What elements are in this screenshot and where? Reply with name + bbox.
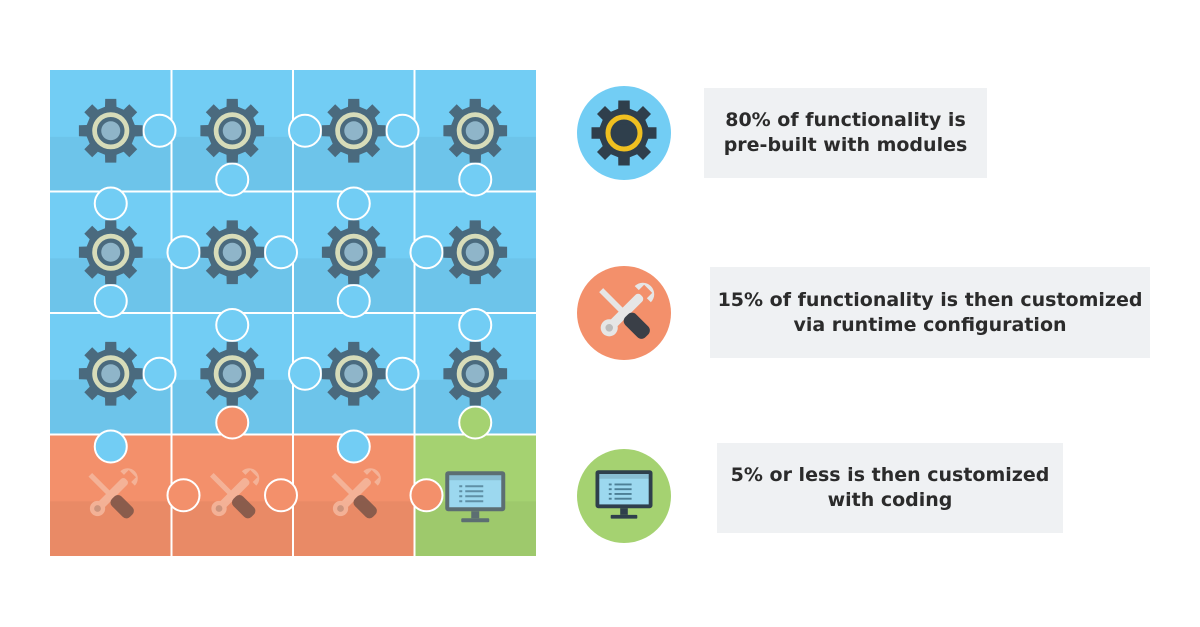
legend-line: via runtime configuration [793,313,1067,336]
puzzle-tab [336,284,371,318]
puzzle-tab [264,478,298,513]
puzzle-tab [93,429,128,464]
legend-circle-configuration [577,266,671,360]
gear-icon [200,341,265,406]
legend-text-configuration: 15% of functionality is then customized … [718,288,1143,338]
gear-icon [78,341,143,406]
puzzle-tab [215,162,250,197]
legend-circle-modules [577,86,671,180]
legend-text-modules: 80% of functionality is pre-built with m… [724,108,968,158]
gear-icon [321,341,386,406]
legend-box-coding: 5% or less is then customized with codin… [717,443,1063,533]
gear-icon [591,100,657,166]
gear-icon [443,220,508,285]
legend-line: 15% of functionality is then customized [717,288,1143,311]
puzzle-tab [385,113,420,148]
legend-box-configuration: 15% of functionality is then customized … [710,267,1150,358]
puzzle-tab [215,405,250,440]
gear-icon [78,98,143,163]
puzzle-piece [293,434,415,556]
wrench-screwdriver-icon [331,468,381,519]
monitor-icon [445,471,506,523]
legend-line: pre-built with modules [723,134,968,156]
puzzle-piece [414,191,536,313]
gear-icon [200,98,265,163]
legend-box-modules: 80% of functionality is pre-built with m… [704,88,987,178]
legend-line: with coding [827,489,953,511]
puzzle-tab [458,405,493,440]
legend-circle-coding [577,449,671,543]
puzzle-tab [264,235,298,270]
wrench-screwdriver-icon [210,468,260,519]
legend-line: 5% or less is then customized [730,464,1050,486]
puzzle-tab [166,235,201,270]
gear-icon [200,220,265,285]
legend-line: 80% of functionality is [725,109,966,131]
monitor-icon [595,470,653,519]
wrench-screwdriver-icon [88,468,138,519]
puzzle-tab [288,356,322,391]
puzzle-tab [142,356,177,391]
gear-icon [78,220,143,285]
monitor-icon [595,470,653,519]
puzzle-tab [215,308,250,342]
puzzle-tab [409,235,444,270]
gear-icon [321,98,386,163]
gear-icon [443,98,508,163]
gear-icon [321,220,386,285]
puzzle-tab [288,113,322,148]
puzzle-tab [385,356,420,391]
puzzle-tab [93,186,128,221]
wrench-screwdriver-icon [599,282,655,339]
puzzle-tab [336,429,371,464]
puzzle-tab [458,308,493,342]
puzzle-tab [142,113,177,148]
legend-text-coding: 5% or less is then customized with codin… [731,463,1050,513]
puzzle-grid [50,70,536,556]
puzzle-tab [336,186,371,221]
puzzle-tab [409,478,444,513]
puzzle-tab [458,162,493,197]
puzzle-tab [166,478,201,513]
puzzle-tab [93,284,128,318]
gear-icon [443,341,508,406]
wrench-screwdriver-icon [599,282,655,339]
